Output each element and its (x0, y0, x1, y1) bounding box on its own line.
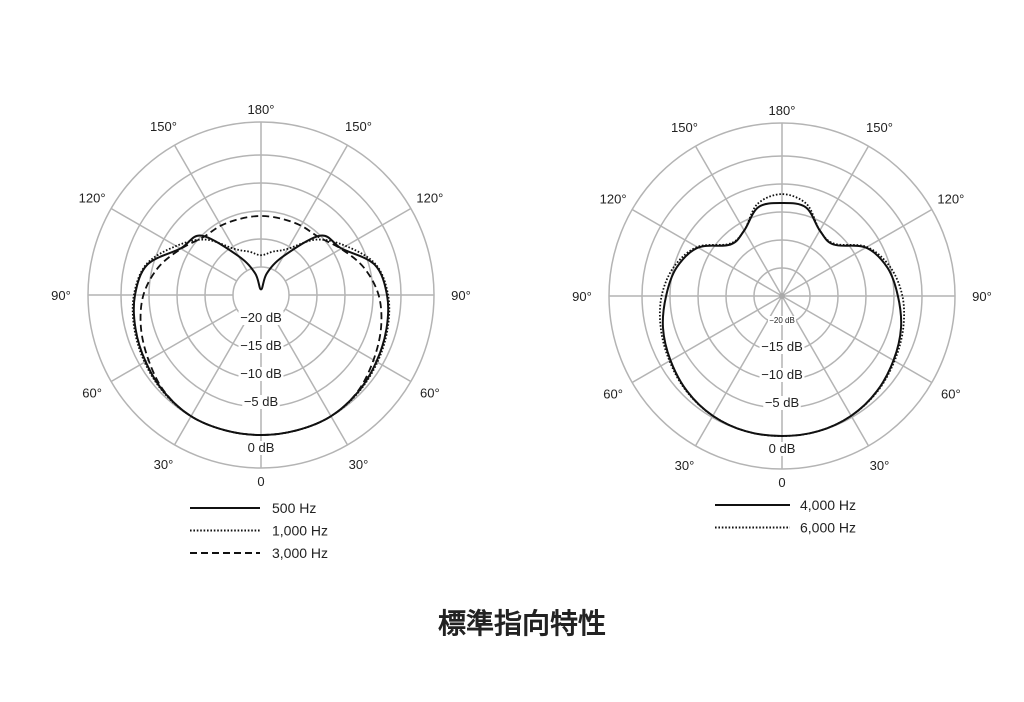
angle-label: 150° (866, 120, 893, 135)
series-4000hz-curve (661, 201, 903, 437)
angle-label: 120° (416, 191, 443, 206)
grid-spoke (110, 207, 238, 282)
polar-chart-1: 180° 150° 120° 90° 60° 30° 0 30° 60° 90° 120° 150° 0… (51, 102, 471, 561)
angle-label: 120° (600, 192, 627, 207)
radial-label-bg (759, 340, 805, 354)
legend-label: 4,000 Hz (800, 497, 856, 513)
polar-chart-2: 180° 150° 120° 90° 60° 30° 0 30° 60° 90° 120° 150° 0… (572, 103, 992, 536)
angle-label: 60° (420, 386, 440, 401)
grid-spoke (274, 318, 349, 446)
grid-spoke (694, 295, 783, 447)
angle-label: 150° (671, 120, 698, 135)
grid-spoke (781, 295, 870, 447)
radial-label-bg (763, 396, 801, 410)
center-dot (779, 293, 785, 299)
angle-label: 60° (82, 386, 102, 401)
angle-label: 30° (349, 457, 369, 472)
radial-label: −20 dB (769, 316, 795, 325)
radial-label: −10 dB (761, 367, 803, 382)
chart-title: 標準指向特性 (437, 607, 606, 640)
grid-spoke (631, 295, 783, 384)
radial-label-bg (759, 368, 805, 382)
series-1000hz-curve (131, 238, 391, 436)
angle-label: 150° (345, 119, 372, 134)
grid-spoke (110, 308, 238, 383)
radial-label: 0 dB (769, 441, 796, 456)
series-6000hz-curve (658, 193, 906, 437)
grid-spoke (284, 308, 412, 383)
grid-spoke (781, 208, 933, 297)
radial-label-bg (246, 441, 276, 455)
radial-label-bg (242, 395, 280, 409)
grid-spoke (781, 295, 933, 384)
angle-label: 30° (675, 458, 695, 473)
radial-label: −5 dB (765, 395, 799, 410)
grid-spoke (781, 145, 870, 297)
grid-spoke (631, 208, 783, 297)
angle-label: 120° (937, 192, 964, 207)
series-500hz-curve (132, 234, 390, 436)
radial-label: −15 dB (761, 339, 803, 354)
angle-label: 90° (51, 288, 71, 303)
radial-label-bg (768, 316, 796, 325)
angle-label: 120° (79, 191, 106, 206)
angle-label: 30° (870, 458, 890, 473)
legend-label: 6,000 Hz (800, 520, 856, 536)
angle-label: 180° (769, 103, 796, 118)
angle-label: 60° (603, 387, 623, 402)
radial-label-bg (767, 442, 797, 456)
radial-label: −10 dB (240, 366, 282, 381)
angle-label: 150° (150, 119, 177, 134)
radial-label-bg (238, 367, 284, 381)
legend-label: 3,000 Hz (272, 545, 328, 561)
radial-label: −5 dB (244, 394, 278, 409)
legend-label: 500 Hz (272, 500, 316, 516)
angle-label: 0 (778, 475, 785, 490)
angle-label: 90° (972, 289, 992, 304)
angle-label: 60° (941, 387, 961, 402)
angle-label: 0 (257, 474, 264, 489)
radial-label: −20 dB (240, 310, 282, 325)
angle-label: 90° (572, 289, 592, 304)
radial-label-bg (238, 311, 284, 325)
angle-label: 180° (248, 102, 275, 117)
grid-spoke (284, 207, 412, 282)
angle-label: 30° (154, 457, 174, 472)
grid-spoke (694, 145, 783, 297)
radial-label-bg (238, 339, 284, 353)
grid-spoke (173, 318, 248, 446)
legend-label: 1,000 Hz (272, 523, 328, 539)
radial-label: 0 dB (248, 440, 275, 455)
radial-label: −15 dB (240, 338, 282, 353)
series-3000hz-curve (139, 215, 383, 436)
angle-label: 90° (451, 288, 471, 303)
